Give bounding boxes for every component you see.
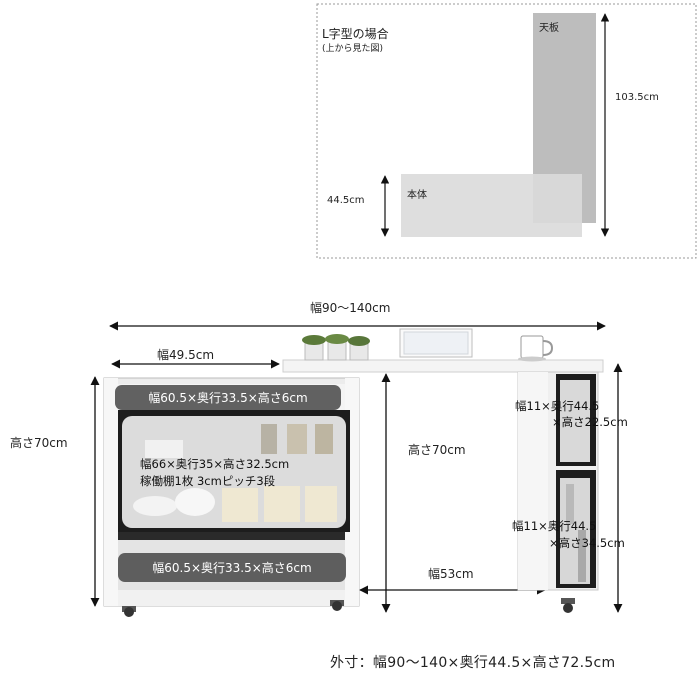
inset-body-label: 本体	[407, 190, 427, 201]
top-shelf-label: 幅60.5×奥行33.5×高さ6cm	[115, 385, 341, 410]
rack-lower-line1: 幅11×奥行44.5	[512, 519, 597, 533]
middle-compartment-line2: 稼働棚1枚 3cmピッチ3段	[140, 474, 276, 488]
inset-title: L字型の場合	[322, 27, 389, 41]
right-caster	[561, 598, 575, 613]
total-width-label: 幅90〜140cm	[310, 301, 391, 315]
left-height-label: 高さ70cm	[10, 436, 68, 450]
inset-height-label: 103.5cm	[615, 92, 659, 103]
bottom-width-label: 幅53cm	[428, 567, 474, 581]
rack-lower-line2: ×高さ34.5cm	[549, 536, 625, 550]
inset-top-board-label: 天板	[539, 23, 559, 34]
center-height-label: 高さ70cm	[408, 443, 466, 457]
inset-depth-label: 44.5cm	[327, 195, 365, 206]
inset-body	[401, 174, 582, 237]
left-width-label: 幅49.5cm	[157, 348, 215, 362]
rack-upper-line2: ×高さ22.5cm	[552, 415, 628, 429]
table-top-board	[282, 359, 604, 373]
left-casters	[122, 600, 344, 617]
middle-compartment-line1: 幅66×奥行35×高さ32.5cm	[140, 457, 290, 471]
rack-upper-line1: 幅11×奥行44.5	[515, 399, 600, 413]
outer-size-caption: 外寸：幅90〜140×奥行44.5×高さ72.5cm	[330, 655, 616, 671]
plant-pots	[302, 334, 370, 361]
inset-subtitle: (上から見た図)	[322, 44, 384, 54]
bottom-shelf-label: 幅60.5×奥行33.5×高さ6cm	[118, 553, 346, 582]
mug	[518, 335, 554, 362]
side-rack	[517, 371, 599, 591]
tablet	[399, 328, 473, 358]
